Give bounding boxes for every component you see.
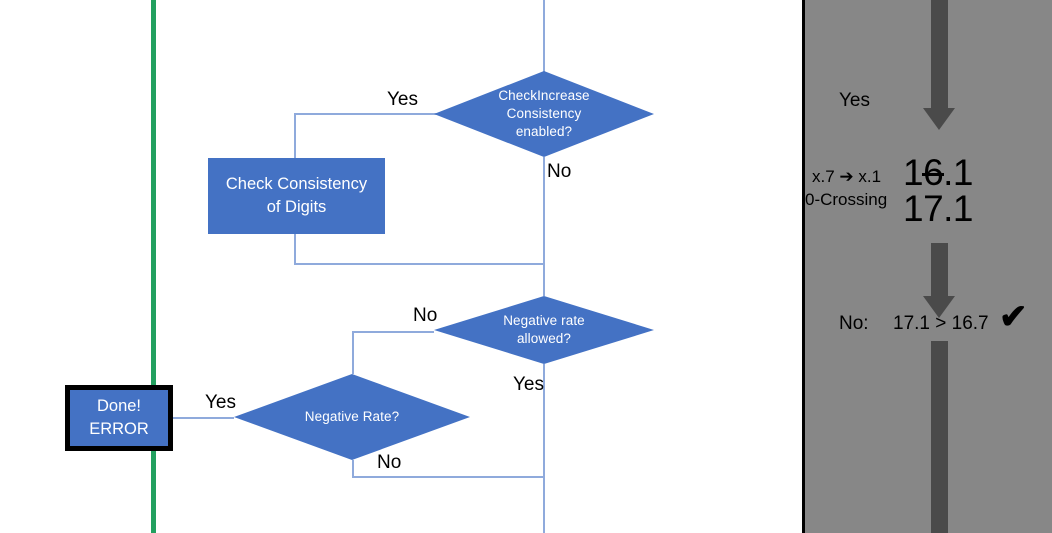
arrow-shaft-middle	[931, 243, 948, 298]
decision-label: Negative rate allowed?	[503, 313, 585, 346]
panel-value-struck-suffix: .1	[943, 152, 974, 193]
connector-negrate-no-down	[352, 460, 354, 477]
connector-process-exit-right	[294, 263, 544, 265]
connector-spine-bottom	[543, 476, 545, 533]
terminal-label: Done! ERROR	[89, 397, 149, 438]
process-label: Check Consistency of Digits	[225, 175, 368, 216]
panel-rate-label: x.7 ➔ x.1	[812, 167, 882, 186]
panel-result-row: No: 17.1 > 16.7	[839, 313, 989, 335]
panel-branch-label: Yes	[839, 90, 870, 111]
panel-value-struck: 16.1	[903, 152, 974, 194]
panel-value-struck-prefix: 1	[903, 152, 924, 193]
arrow-shaft-top	[931, 0, 948, 110]
panel-result-comparison: 17.1 > 16.7	[893, 313, 989, 334]
edge-label-checkincrease-yes: Yes	[387, 89, 418, 110]
process-check-consistency-of-digits[interactable]: Check Consistency of Digits	[208, 158, 385, 234]
connector-negrate-yes-to-done	[172, 417, 234, 419]
edge-label-checkincrease-no: No	[547, 161, 572, 182]
decision-negative-rate-allowed[interactable]: Negative rate allowed?	[434, 296, 654, 364]
connector-checkincrease-yes-horizontal	[294, 113, 544, 115]
edge-label-negrate-no: No	[377, 452, 402, 473]
panel-value-struck-digit: 6	[923, 152, 944, 193]
connector-spine-to-negrate-allowed	[543, 263, 545, 296]
edge-label-negrate-yes: Yes	[205, 392, 236, 413]
decision-label: CheckIncrease Consistency enabled?	[498, 88, 590, 139]
connector-negrate-allowed-no-horizontal	[352, 331, 434, 333]
edge-label-negrate-allowed-no: No	[413, 305, 438, 326]
panel-result-label: No:	[839, 313, 869, 334]
checkmark-icon: ✔	[999, 298, 1028, 336]
panel-zero-crossing-label: 0-Crossing	[805, 190, 888, 209]
connector-negrate-no-right	[352, 476, 544, 478]
decision-negative-rate[interactable]: Negative Rate?	[234, 374, 470, 460]
arrow-head-middle	[923, 296, 955, 318]
arrow-head-top	[923, 108, 955, 130]
edge-label-negrate-allowed-yes: Yes	[513, 374, 544, 395]
terminal-done-error[interactable]: Done! ERROR	[65, 385, 173, 451]
connector-spine-top	[543, 0, 545, 85]
connector-process-exit-down	[294, 234, 296, 264]
connector-checkincrease-no	[543, 157, 545, 264]
arrow-shaft-bottom	[931, 341, 948, 533]
connector-negrate-allowed-no-down	[352, 331, 354, 374]
connector-checkincrease-yes-down	[294, 113, 296, 158]
decision-check-increase-consistency[interactable]: CheckIncrease Consistency enabled?	[434, 71, 654, 157]
connector-negrate-allowed-yes	[543, 364, 545, 477]
panel-value-second: 17.1	[903, 188, 974, 229]
green-divider-line	[151, 0, 156, 533]
annotation-panel: Yes x.7 ➔ x.1 0-Crossing 16.1 17.1 No: 17…	[802, 0, 1052, 533]
decision-label: Negative Rate?	[304, 409, 400, 424]
